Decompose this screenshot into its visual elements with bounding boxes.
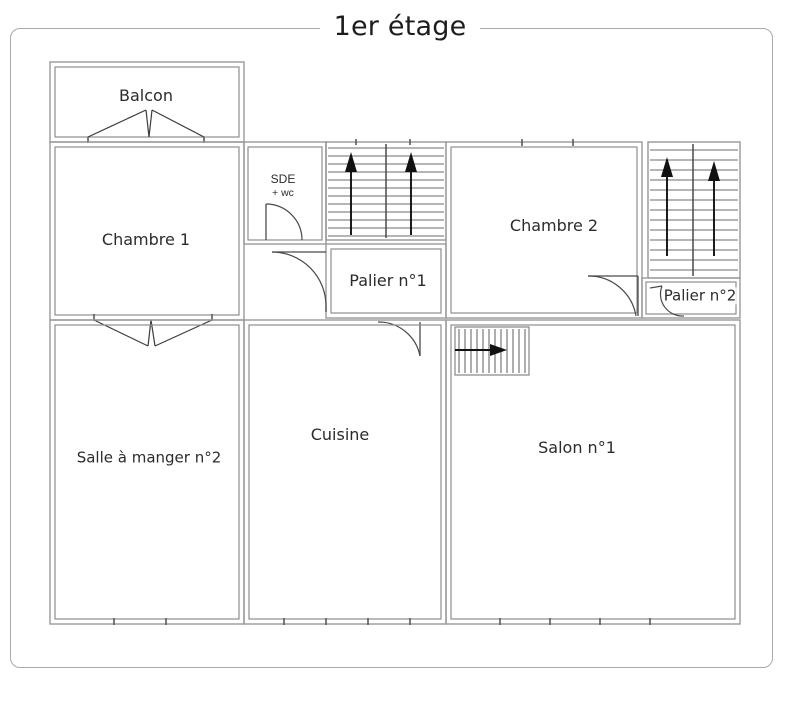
room-label-chambre-1: Chambre 1 xyxy=(101,229,191,249)
room-label-salon-1: Salon n°1 xyxy=(538,437,616,457)
room-label-palier-2: Palier n°2 xyxy=(663,286,737,305)
porte-sde-icon xyxy=(265,203,303,241)
room-cuisine xyxy=(243,319,447,625)
plan-outer-frame xyxy=(10,28,773,668)
escalier-salon xyxy=(454,326,530,376)
escalier-palier-2 xyxy=(647,141,741,279)
escalier-palier-1 xyxy=(325,139,447,241)
room-salle-a-manger-2 xyxy=(49,319,245,625)
room-label-sde-sub: + wc xyxy=(272,186,294,199)
room-label-cuisine: Cuisine xyxy=(310,424,370,444)
stair-right-arrow-icon xyxy=(455,344,507,356)
room-salon-1 xyxy=(445,319,741,625)
room-label-chambre-2: Chambre 2 xyxy=(509,215,599,235)
room-label-balcon: Balcon xyxy=(119,85,173,105)
stair-up-arrow-icon xyxy=(345,152,417,235)
room-label-sde-main: SDE xyxy=(270,172,296,187)
porte-cuisine-icon xyxy=(377,321,421,357)
stair-up-arrow-icon xyxy=(661,157,720,256)
room-chambre-2 xyxy=(445,139,643,319)
room-label-sde: SDE + wc xyxy=(270,172,296,199)
baie-chambre1-icon xyxy=(93,319,213,347)
porte-palier-1-icon xyxy=(271,251,327,312)
room-label-salle-a-manger-2: Salle à manger n°2 xyxy=(76,448,222,467)
porte-chambre2-icon xyxy=(587,275,639,317)
baie-balcon-icon xyxy=(87,109,205,138)
room-label-palier-1: Palier n°1 xyxy=(349,270,427,290)
room-palier-1 xyxy=(271,243,447,357)
